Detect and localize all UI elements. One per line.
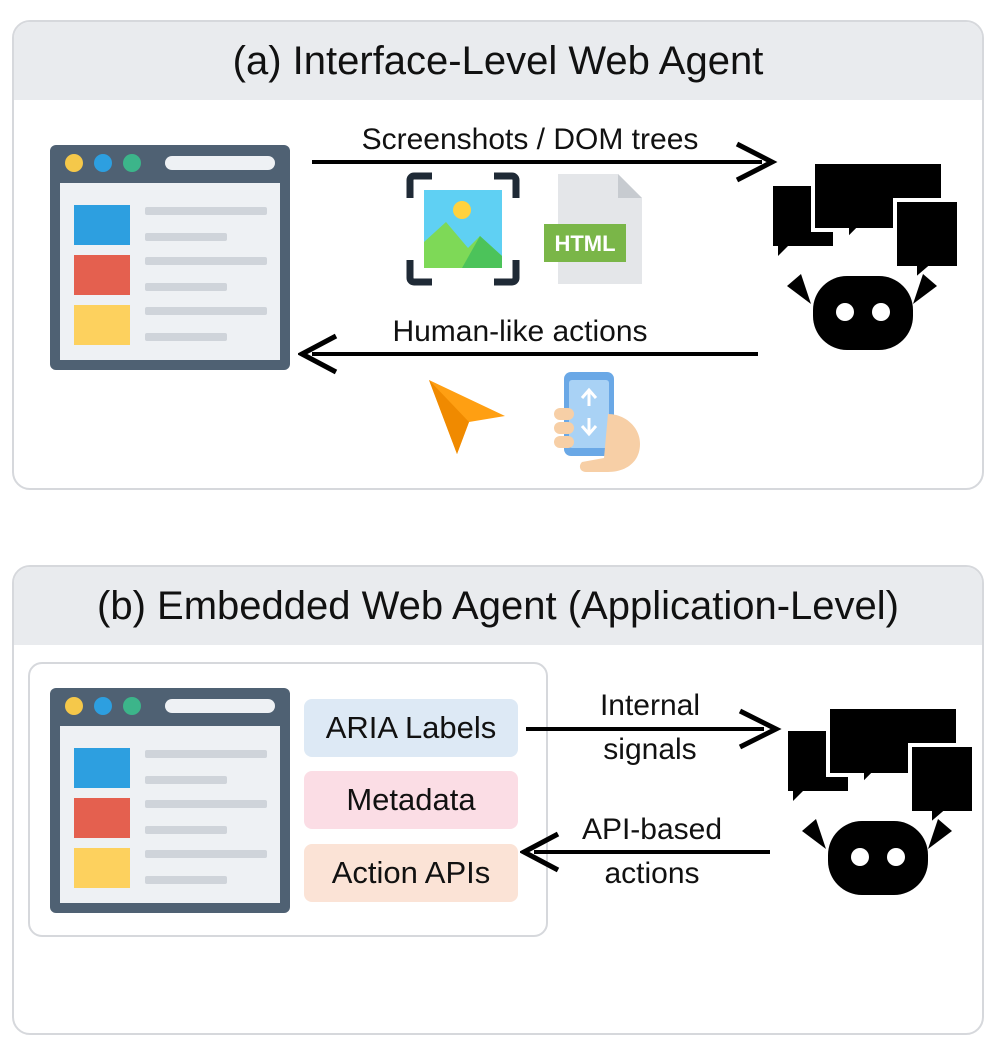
arrow-internal-signals xyxy=(526,708,782,750)
chat-robot-agent-icon xyxy=(788,705,976,895)
panel-a-title: (a) Interface-Level Web Agent xyxy=(14,22,982,100)
pill-metadata: Metadata xyxy=(304,771,518,829)
pill-action-apis: Action APIs xyxy=(304,844,518,902)
arrow-actions xyxy=(298,333,758,375)
panel-b-title: (b) Embedded Web Agent (Application-Leve… xyxy=(14,567,982,645)
phone-in-hand-icon xyxy=(554,372,640,472)
chat-robot-agent-icon xyxy=(773,160,961,350)
pill-aria-labels: ARIA Labels xyxy=(304,699,518,757)
cursor-arrow-icon xyxy=(429,380,505,454)
label-signals: signals xyxy=(603,733,697,766)
html-icon-text: HTML xyxy=(554,231,615,256)
arrow-api-actions xyxy=(520,831,770,873)
html-file-icon: HTML xyxy=(544,174,642,284)
label-actions: actions xyxy=(604,857,700,890)
label-screenshots-dom: Screenshots / DOM trees xyxy=(361,123,699,156)
browser-window-icon xyxy=(50,145,290,370)
label-human-like-actions: Human-like actions xyxy=(392,315,648,348)
label-api-based: API-based xyxy=(581,813,723,846)
browser-window-icon xyxy=(50,688,290,913)
image-screenshot-icon xyxy=(406,172,520,286)
arrow-observation xyxy=(312,141,778,183)
label-internal: Internal xyxy=(599,689,701,722)
